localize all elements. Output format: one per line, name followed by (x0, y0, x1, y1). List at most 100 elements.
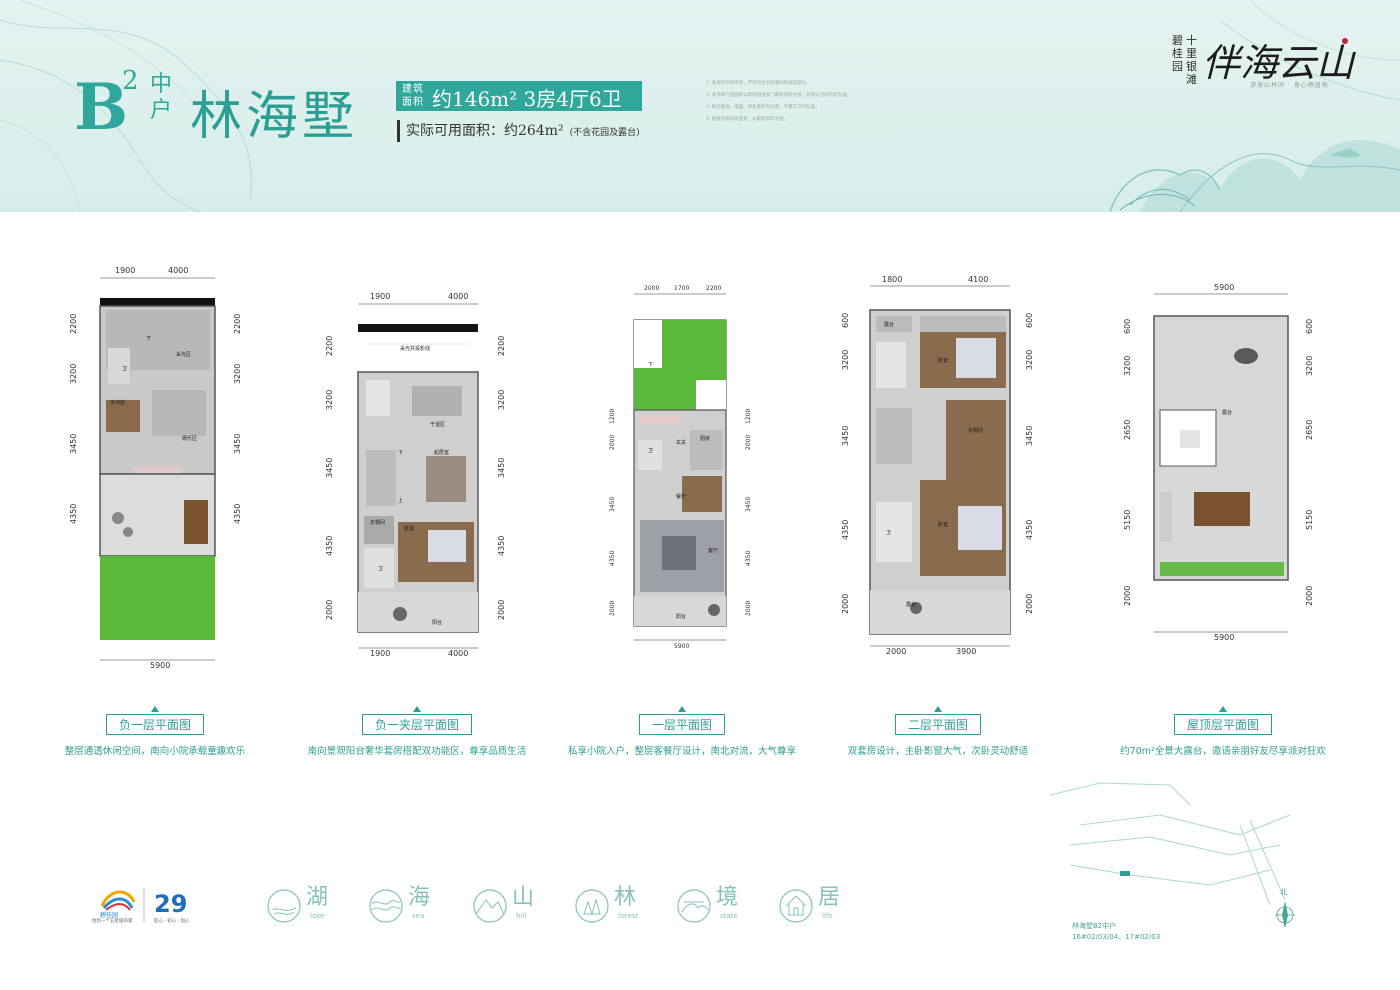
floorplan-b1-drawing: 1900 4000 5900 2200 3200 3450 4350 2200 … (69, 266, 242, 670)
caption-title: 屋顶层平面图 (1173, 714, 1272, 735)
room-label: 娱乐区 (182, 435, 197, 442)
dim-bottom-1: 5900 (1214, 633, 1234, 642)
site-plan-drawing (1049, 782, 1291, 906)
dim-left-5: 2000 (1123, 586, 1132, 606)
caption-marker-icon (151, 706, 159, 712)
dim-right-3: 3450 (233, 434, 242, 454)
dim-bottom-2: 3900 (956, 647, 976, 656)
dim-left-3: 3450 (609, 497, 616, 512)
dim-left-4: 4350 (609, 551, 616, 566)
dim-left-2: 2000 (609, 435, 616, 450)
room-label: 阳台 (676, 613, 686, 620)
room-label: 卧室 (938, 357, 948, 364)
unit-letter: B (74, 70, 128, 145)
feature-cn: 海 (408, 885, 431, 910)
room-label: 干湿区 (430, 421, 445, 428)
caption-desc: 南向景观阳台奢华套房搭配双功能区，尊享品质生活 (307, 746, 527, 757)
project-name: 伴海云山 (1202, 41, 1355, 85)
area-text: 约146m² 3房4厅6卫 (432, 87, 622, 111)
usable-area-note: (不含花园及露台) (569, 128, 640, 138)
room-label: 卫 (886, 530, 891, 536)
dim-top-1: 1900 (370, 292, 390, 301)
room-label: 阳台 (432, 619, 442, 626)
room-label: 卫 (378, 566, 383, 572)
dim-left-3: 3450 (841, 426, 850, 446)
room-label: 厨房 (700, 435, 710, 442)
area-label: 建筑面积 (402, 84, 424, 108)
dim-right-4: 4350 (1025, 520, 1034, 540)
dim-bottom-1: 1900 (370, 649, 390, 658)
dim-left-4: 4350 (69, 504, 78, 524)
room-label: 卫 (648, 448, 653, 454)
mountain-wave-decoration (1109, 0, 1400, 212)
dim-right-4: 4350 (233, 504, 242, 524)
dim-bottom-2: 4000 (448, 649, 468, 658)
dim-left-1: 2200 (69, 314, 78, 334)
floorplan-b1: 1900 4000 5900 2200 3200 3450 4350 2200 … (60, 260, 260, 680)
unit-name: 林海墅 (190, 87, 359, 147)
anniversary-number: 29 (154, 890, 187, 918)
feature-en: forest (618, 912, 639, 920)
dim-right-1: 2200 (497, 336, 506, 356)
dim-top-1: 5900 (1214, 283, 1234, 292)
floorplan-1f-drawing: 2000 1700 2200 5900 1200 2000 3450 4350 … (609, 285, 752, 650)
north-arrow: 北 (1270, 887, 1300, 931)
room-label: 上 (398, 497, 403, 504)
dim-left-1: 2200 (325, 336, 334, 356)
dim-top-1: 2000 (644, 285, 659, 292)
logo-slogan-right: 匠心 · 初心 · 恒心 (154, 919, 190, 924)
room-label: 卫 (122, 366, 127, 372)
caption-desc: 约70m²全景大露台，邀请亲朋好友尽享派对狂欢 (1120, 746, 1326, 757)
area-box: 建筑面积 约146m² 3房4厅6卫 (396, 81, 642, 111)
caption-desc: 整层通透休闲空间，南向小院承载童趣欢乐 (64, 746, 246, 757)
developer-logo: 29 碧桂园 给您一个五星级的家 匠心 · 初心 · 恒心 (92, 884, 212, 928)
room-label: 卧室 (938, 521, 948, 528)
dim-right-5: 2000 (497, 600, 506, 620)
feature-hill: 山 hill (472, 886, 572, 926)
feature-en: state (720, 912, 738, 920)
disclaimer-notes: 1. 本资料仅供参考，不作为合同及要约的组成部分。 2. 本项目户型面积以政府相… (706, 78, 1126, 126)
feature-en: hill (516, 912, 527, 920)
dim-right-5: 2000 (1025, 594, 1034, 614)
dim-left-3: 3450 (325, 458, 334, 478)
feature-en: sea (412, 912, 425, 920)
floorplan-roof-drawing: 5900 5900 600 3200 2650 5150 2000 600 32… (1123, 283, 1314, 642)
lake-icon (267, 889, 301, 923)
wave-decoration (0, 0, 252, 212)
caption-marker-icon (1219, 706, 1227, 712)
room-label: 采光井投影线 (400, 345, 430, 352)
caption-2f: 二层平面图 (818, 706, 1058, 735)
dim-left-5: 2000 (325, 600, 334, 620)
feature-cn: 林 (614, 885, 637, 910)
caption-1f: 一层平面图 (562, 706, 802, 735)
unit-position: 中户 (149, 72, 172, 123)
project-tagline: 游海山林间 · 身心栖居地 (1250, 82, 1329, 89)
room-label: 客厅 (708, 547, 718, 554)
dim-left-5: 2000 (609, 601, 616, 616)
room-label: 餐厅 (676, 493, 686, 500)
dim-left-2: 3200 (841, 350, 850, 370)
room-label: 下 (648, 362, 653, 368)
dim-right-5: 2000 (745, 601, 752, 616)
dim-left-4: 4350 (325, 536, 334, 556)
site-plan-title: 林海墅B2中户 (1072, 922, 1117, 930)
sea-icon (369, 889, 403, 923)
dim-left-3: 3450 (69, 434, 78, 454)
caption-title: 负一夹层平面图 (361, 714, 472, 735)
logo-brand: 碧桂园 (100, 912, 119, 919)
usable-area: 实际可用面积：约264m²(不含花园及露台) (397, 120, 640, 142)
feature-cn: 居 (818, 885, 841, 910)
floorplan-roof: 5900 5900 600 3200 2650 5150 2000 600 32… (1110, 280, 1330, 650)
dim-right-1: 1200 (745, 409, 752, 424)
room-label: 下 (398, 450, 403, 456)
feature-en: life (822, 912, 833, 920)
dim-right-1: 2200 (233, 314, 242, 334)
feature-cn: 山 (512, 885, 535, 910)
caption-b1-mezzanine: 负一夹层平面图 (297, 706, 537, 735)
dim-top-2: 4000 (168, 266, 188, 275)
brand-small-left: 碧桂园 (1172, 34, 1183, 73)
caption-desc: 私享小院入户，整层客餐厅设计，南北对流，大气尊享 (567, 746, 796, 757)
room-label: 露台 (1222, 409, 1232, 416)
caption-desc: 双套房设计，主卧影窗大气，次卧灵动舒适 (847, 746, 1029, 757)
room-label: 露台 (884, 321, 894, 328)
